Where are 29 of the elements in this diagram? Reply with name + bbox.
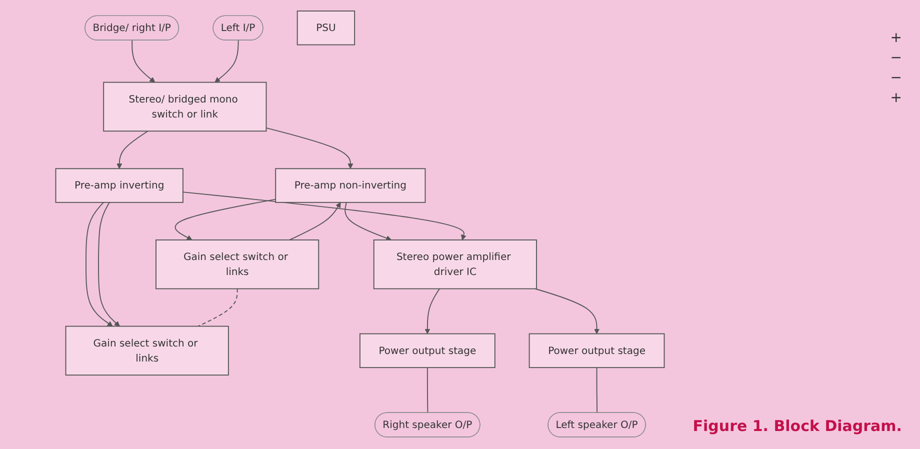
arrow: [116, 130, 148, 169]
connector: [426, 367, 428, 414]
arrow: [86, 202, 113, 327]
terminal-polarity-sign: +: [890, 30, 902, 46]
terminal-polarity-sign: −: [890, 50, 902, 66]
node-box: PSU: [296, 10, 356, 46]
arrow: [424, 288, 440, 334]
arrow: [182, 192, 466, 240]
terminal-polarity-sign: −: [890, 70, 902, 86]
figure-caption: Figure 1. Block Diagram.: [692, 417, 902, 435]
node-box: Stereo/ bridged mono switch or link: [103, 82, 267, 132]
arrow: [132, 40, 156, 83]
connector: [198, 288, 238, 327]
node-box: Gain select switch or links: [156, 239, 320, 290]
arrow: [266, 127, 354, 169]
arrow: [174, 198, 276, 240]
connector: [596, 367, 598, 414]
arrow: [534, 288, 600, 334]
node-box: Stereo power amplifier driver IC: [373, 239, 537, 290]
arrow: [214, 40, 239, 83]
node-box: Pre-amp non-inverting: [275, 168, 426, 203]
arrow: [288, 202, 341, 240]
node-box: Power output stage: [528, 333, 665, 368]
node-box: Gain select switch or links: [65, 326, 229, 376]
terminal-polarity-sign: +: [890, 90, 902, 106]
arrow: [98, 202, 120, 327]
node-box: Pre-amp inverting: [55, 168, 184, 203]
arrow: [344, 202, 392, 241]
node-box: Power output stage: [359, 333, 496, 368]
